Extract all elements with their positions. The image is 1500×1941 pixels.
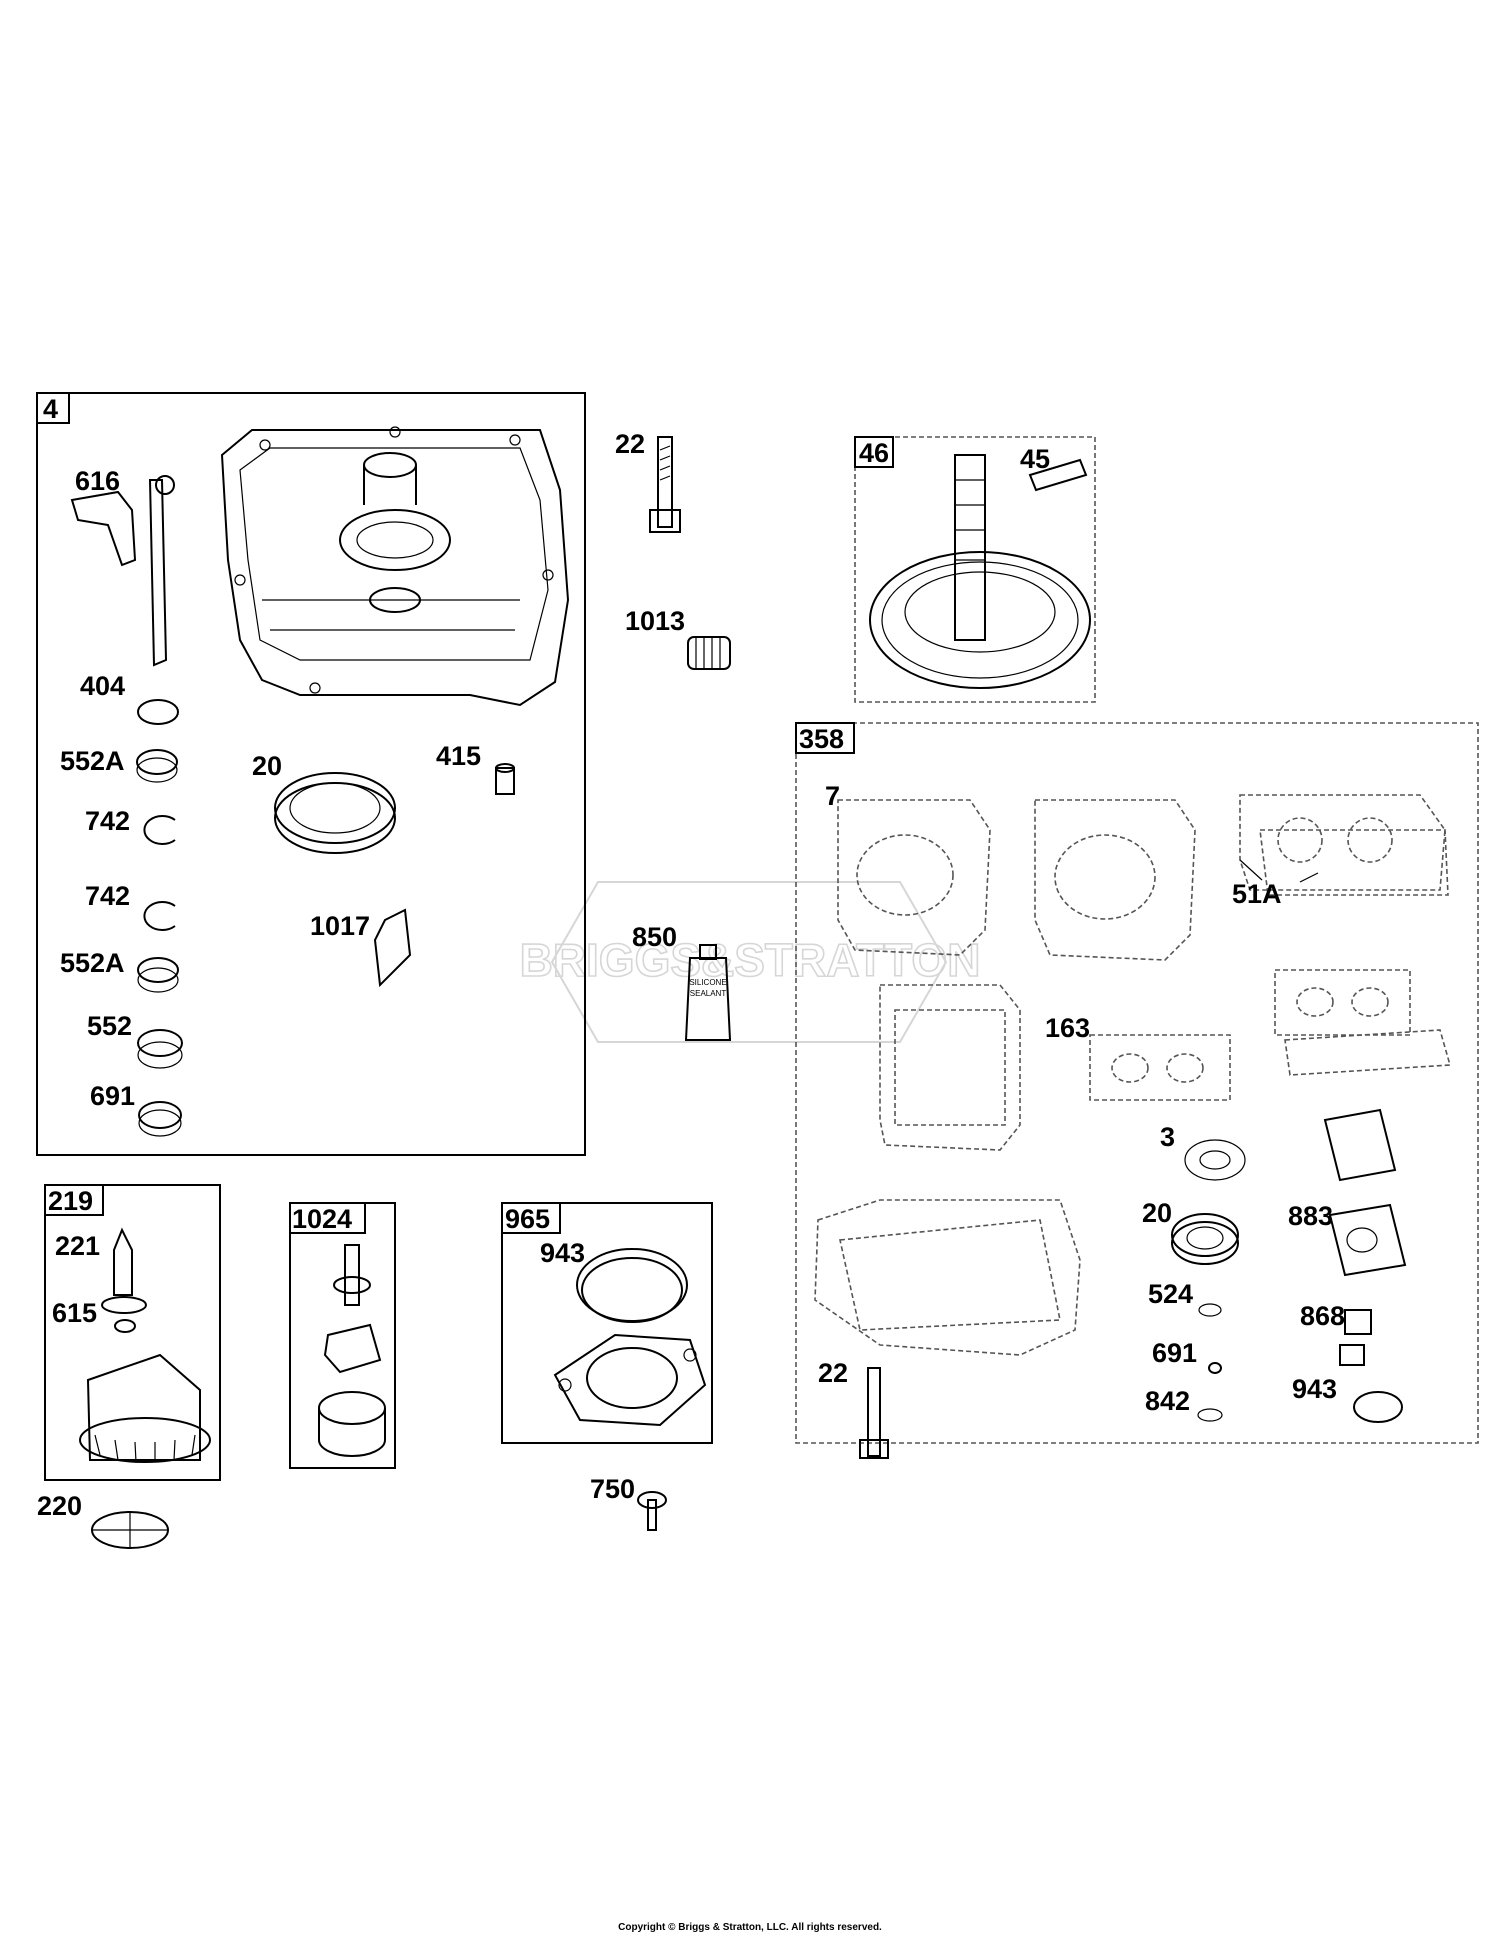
crankcase-sump (220, 426, 570, 707)
callout-691: 691 (90, 1081, 135, 1111)
callout-850: 850 (632, 922, 677, 952)
bolt-22-top (649, 436, 681, 533)
box-219: 219 (44, 1184, 221, 1481)
sealant-tube-850: SILICONE SEALANT (684, 944, 732, 1041)
callout-750: 750 (590, 1474, 635, 1504)
callout-20: 20 (1142, 1198, 1172, 1228)
spring-1013 (687, 636, 731, 670)
callout-404: 404 (80, 671, 125, 701)
box-1024: 1024 (289, 1202, 396, 1469)
callout-221: 221 (55, 1231, 100, 1261)
washer-404 (137, 699, 179, 725)
bushing-552 (137, 1029, 183, 1069)
callout-868: 868 (1300, 1301, 1345, 1331)
copyright-notice: Copyright © Briggs & Stratton, LLC. All … (618, 1922, 882, 1933)
callout-45: 45 (1020, 444, 1050, 474)
box-965-label: 965 (505, 1204, 550, 1234)
gasket-163 (1089, 1034, 1231, 1101)
box-358: 358 (795, 722, 1479, 1444)
tube-label-2: SEALANT (690, 989, 727, 998)
camshaft-gear (869, 454, 1091, 689)
callout-691: 691 (1152, 1338, 1197, 1368)
sump-gasket (814, 1199, 1081, 1356)
seal-20-in-358 (1171, 1213, 1239, 1265)
screw-750 (637, 1491, 667, 1531)
callout-742: 742 (85, 881, 130, 911)
pump-cover-assy (553, 1248, 707, 1427)
bolt-22-bottom (859, 1367, 889, 1459)
plug-415 (495, 763, 515, 795)
box-46: 46 (854, 436, 1096, 703)
oil-seal-20 (274, 772, 396, 854)
callout-163: 163 (1045, 1013, 1090, 1043)
box-1024-label: 1024 (292, 1204, 352, 1234)
box-4-label: 4 (43, 394, 58, 424)
callout-22: 22 (818, 1358, 848, 1388)
callout-51a: 51A (1232, 879, 1282, 909)
box-219-label: 219 (48, 1186, 93, 1216)
callout-552: 552 (87, 1011, 132, 1041)
crankcase-gasket-top (879, 984, 1021, 1151)
watermark: BRIGGS&STRATTON (519, 881, 981, 1043)
callout-labels: 616 404 552A 742 742 552A 552 691 20 415… (37, 429, 1345, 1521)
callout-742: 742 (85, 806, 130, 836)
governor-shaft (70, 475, 175, 667)
filter-1017 (373, 908, 412, 988)
tube-label-1: SILICONE (689, 978, 726, 987)
callout-220: 220 (37, 1491, 82, 1521)
gaskets-right-stack (1274, 969, 1452, 1076)
bushing-552a-top (136, 749, 178, 783)
watermark-text: BRIGGS&STRATTON (520, 934, 981, 986)
callout-20: 20 (252, 751, 282, 781)
callout-7: 7 (825, 781, 840, 811)
gasket-883 (1323, 1108, 1407, 1277)
washer-220 (91, 1511, 169, 1549)
callout-943: 943 (1292, 1374, 1337, 1404)
governor-gear-assy (79, 1227, 211, 1463)
callout-415: 415 (436, 741, 481, 771)
callout-1017: 1017 (310, 911, 370, 941)
callout-883: 883 (1288, 1201, 1333, 1231)
seal-691 (138, 1101, 182, 1137)
box-965: 965 (501, 1202, 713, 1444)
bushing-552a-bottom (137, 957, 179, 993)
callout-552a: 552A (60, 948, 125, 978)
callout-552a: 552A (60, 746, 125, 776)
callout-22: 22 (615, 429, 645, 459)
box-358-label: 358 (799, 724, 844, 754)
callout-615: 615 (52, 1298, 97, 1328)
box-4: 4 (36, 392, 586, 1156)
clip-742-bottom (143, 901, 176, 931)
callout-3: 3 (1160, 1122, 1175, 1152)
callout-943: 943 (540, 1238, 585, 1268)
callout-524: 524 (1148, 1279, 1193, 1309)
callout-616: 616 (75, 466, 120, 496)
leader-lines-51a (1239, 859, 1319, 883)
clip-742-top (143, 815, 176, 845)
oil-pump-assy (318, 1244, 386, 1457)
callout-842: 842 (1145, 1386, 1190, 1416)
washer-3 (1184, 1139, 1246, 1181)
small-parts-358 (1197, 1303, 1403, 1423)
box-46-label: 46 (859, 438, 889, 468)
callout-1013: 1013 (625, 606, 685, 636)
